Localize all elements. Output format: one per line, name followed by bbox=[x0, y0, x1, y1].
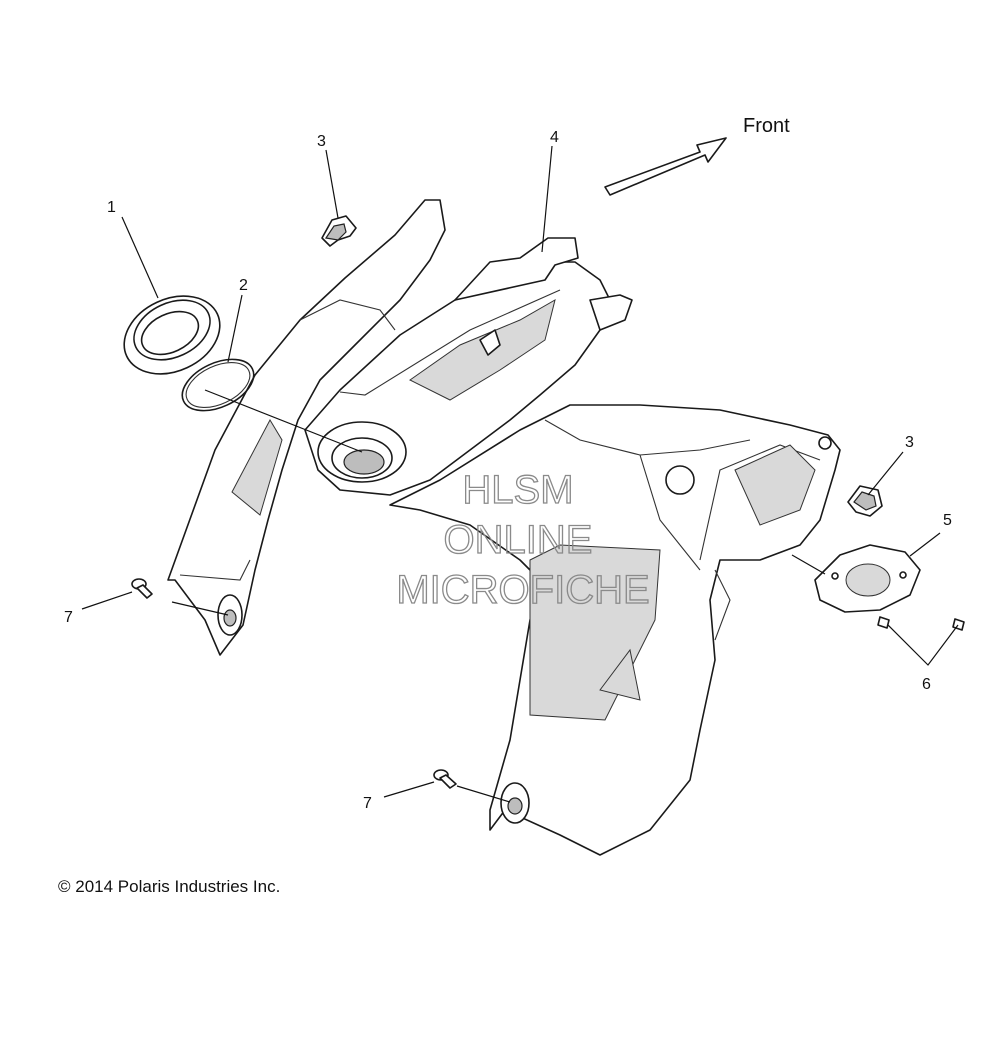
leader-lines bbox=[81, 145, 959, 803]
callout-6: 6 bbox=[922, 676, 931, 693]
push-rivet-left bbox=[131, 578, 153, 599]
callout-3-top: 3 bbox=[317, 133, 326, 150]
callout-5: 5 bbox=[943, 512, 952, 529]
clip-top bbox=[321, 215, 357, 247]
ring-nut bbox=[123, 295, 221, 375]
front-label: Front bbox=[743, 115, 790, 137]
cover-plate bbox=[814, 544, 921, 613]
left-side-panel bbox=[167, 199, 446, 656]
watermark-line-3: MICROFICHE bbox=[396, 568, 649, 612]
copyright-text: © 2014 Polaris Industries Inc. bbox=[58, 877, 281, 896]
watermark-line-2: ONLINE bbox=[444, 518, 593, 562]
o-ring bbox=[181, 358, 255, 412]
clip-right bbox=[847, 485, 883, 517]
push-rivet-bottom bbox=[433, 769, 457, 789]
front-arrow-icon bbox=[604, 137, 727, 196]
callout-1: 1 bbox=[107, 199, 116, 216]
callout-4: 4 bbox=[550, 129, 559, 146]
watermark: HLSM ONLINE MICROFICHE bbox=[396, 467, 651, 612]
center-console bbox=[304, 237, 633, 496]
right-body-panel bbox=[389, 404, 841, 856]
callout-7-left: 7 bbox=[64, 609, 73, 626]
watermark-line-1: HLSM bbox=[462, 468, 573, 512]
callout-2: 2 bbox=[239, 277, 248, 294]
callout-7-bottom: 7 bbox=[363, 795, 372, 812]
callout-3-right: 3 bbox=[905, 434, 914, 451]
